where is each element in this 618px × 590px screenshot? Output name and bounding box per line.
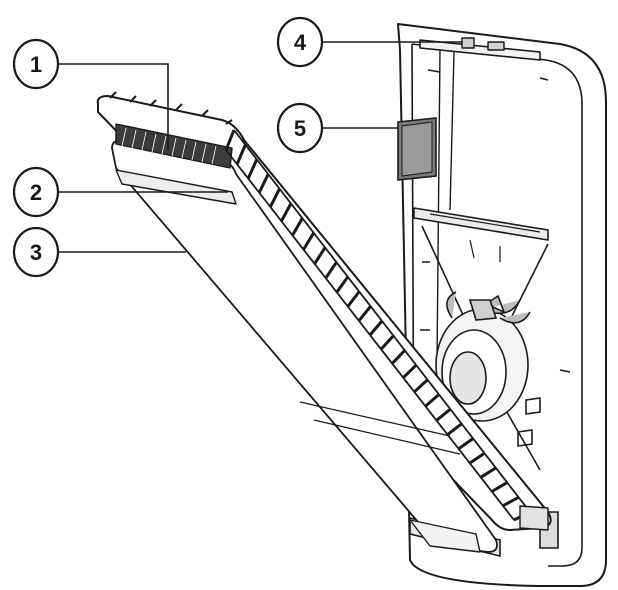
callout-badge-2 — [12, 166, 60, 218]
leader-line-1 — [58, 63, 169, 150]
front-panel — [96, 91, 552, 553]
grille-hatch — [121, 127, 217, 165]
callouts — [12, 16, 462, 278]
gasket-rungs — [224, 129, 531, 522]
filter-cartridge — [397, 117, 437, 181]
motor-clip — [468, 299, 498, 321]
lower-bracket — [517, 397, 541, 447]
callout-label-3: 3 — [30, 240, 42, 265]
callout-label-1: 1 — [30, 52, 42, 77]
callout-label-2: 2 — [30, 180, 42, 205]
callout-labels: 1 2 3 4 5 — [30, 30, 307, 265]
fan-hub — [449, 351, 487, 405]
callout-label-5: 5 — [294, 116, 306, 141]
hinge-clip — [519, 505, 549, 531]
latch-block-right — [487, 41, 505, 51]
fan-blades — [446, 291, 531, 324]
housing-inner-rim — [411, 43, 583, 567]
callout-badge-3 — [12, 226, 60, 278]
filter-cartridge-face — [401, 121, 433, 177]
cover-bottom-plate — [409, 519, 481, 553]
callout-badge-5 — [276, 102, 324, 154]
callout-badge-4 — [276, 16, 324, 68]
middle-shelf — [413, 207, 549, 241]
shelf-detail — [429, 213, 541, 262]
cover-lower-fold — [299, 401, 461, 455]
housing-wall-ticks — [420, 69, 571, 373]
fan-support-arms — [421, 225, 549, 481]
panel-top-notches — [109, 91, 233, 125]
panel-seal-strip — [115, 169, 237, 205]
latch-block — [461, 37, 475, 49]
callout-label-4: 4 — [294, 30, 307, 55]
callout-badge-1 — [12, 38, 60, 90]
